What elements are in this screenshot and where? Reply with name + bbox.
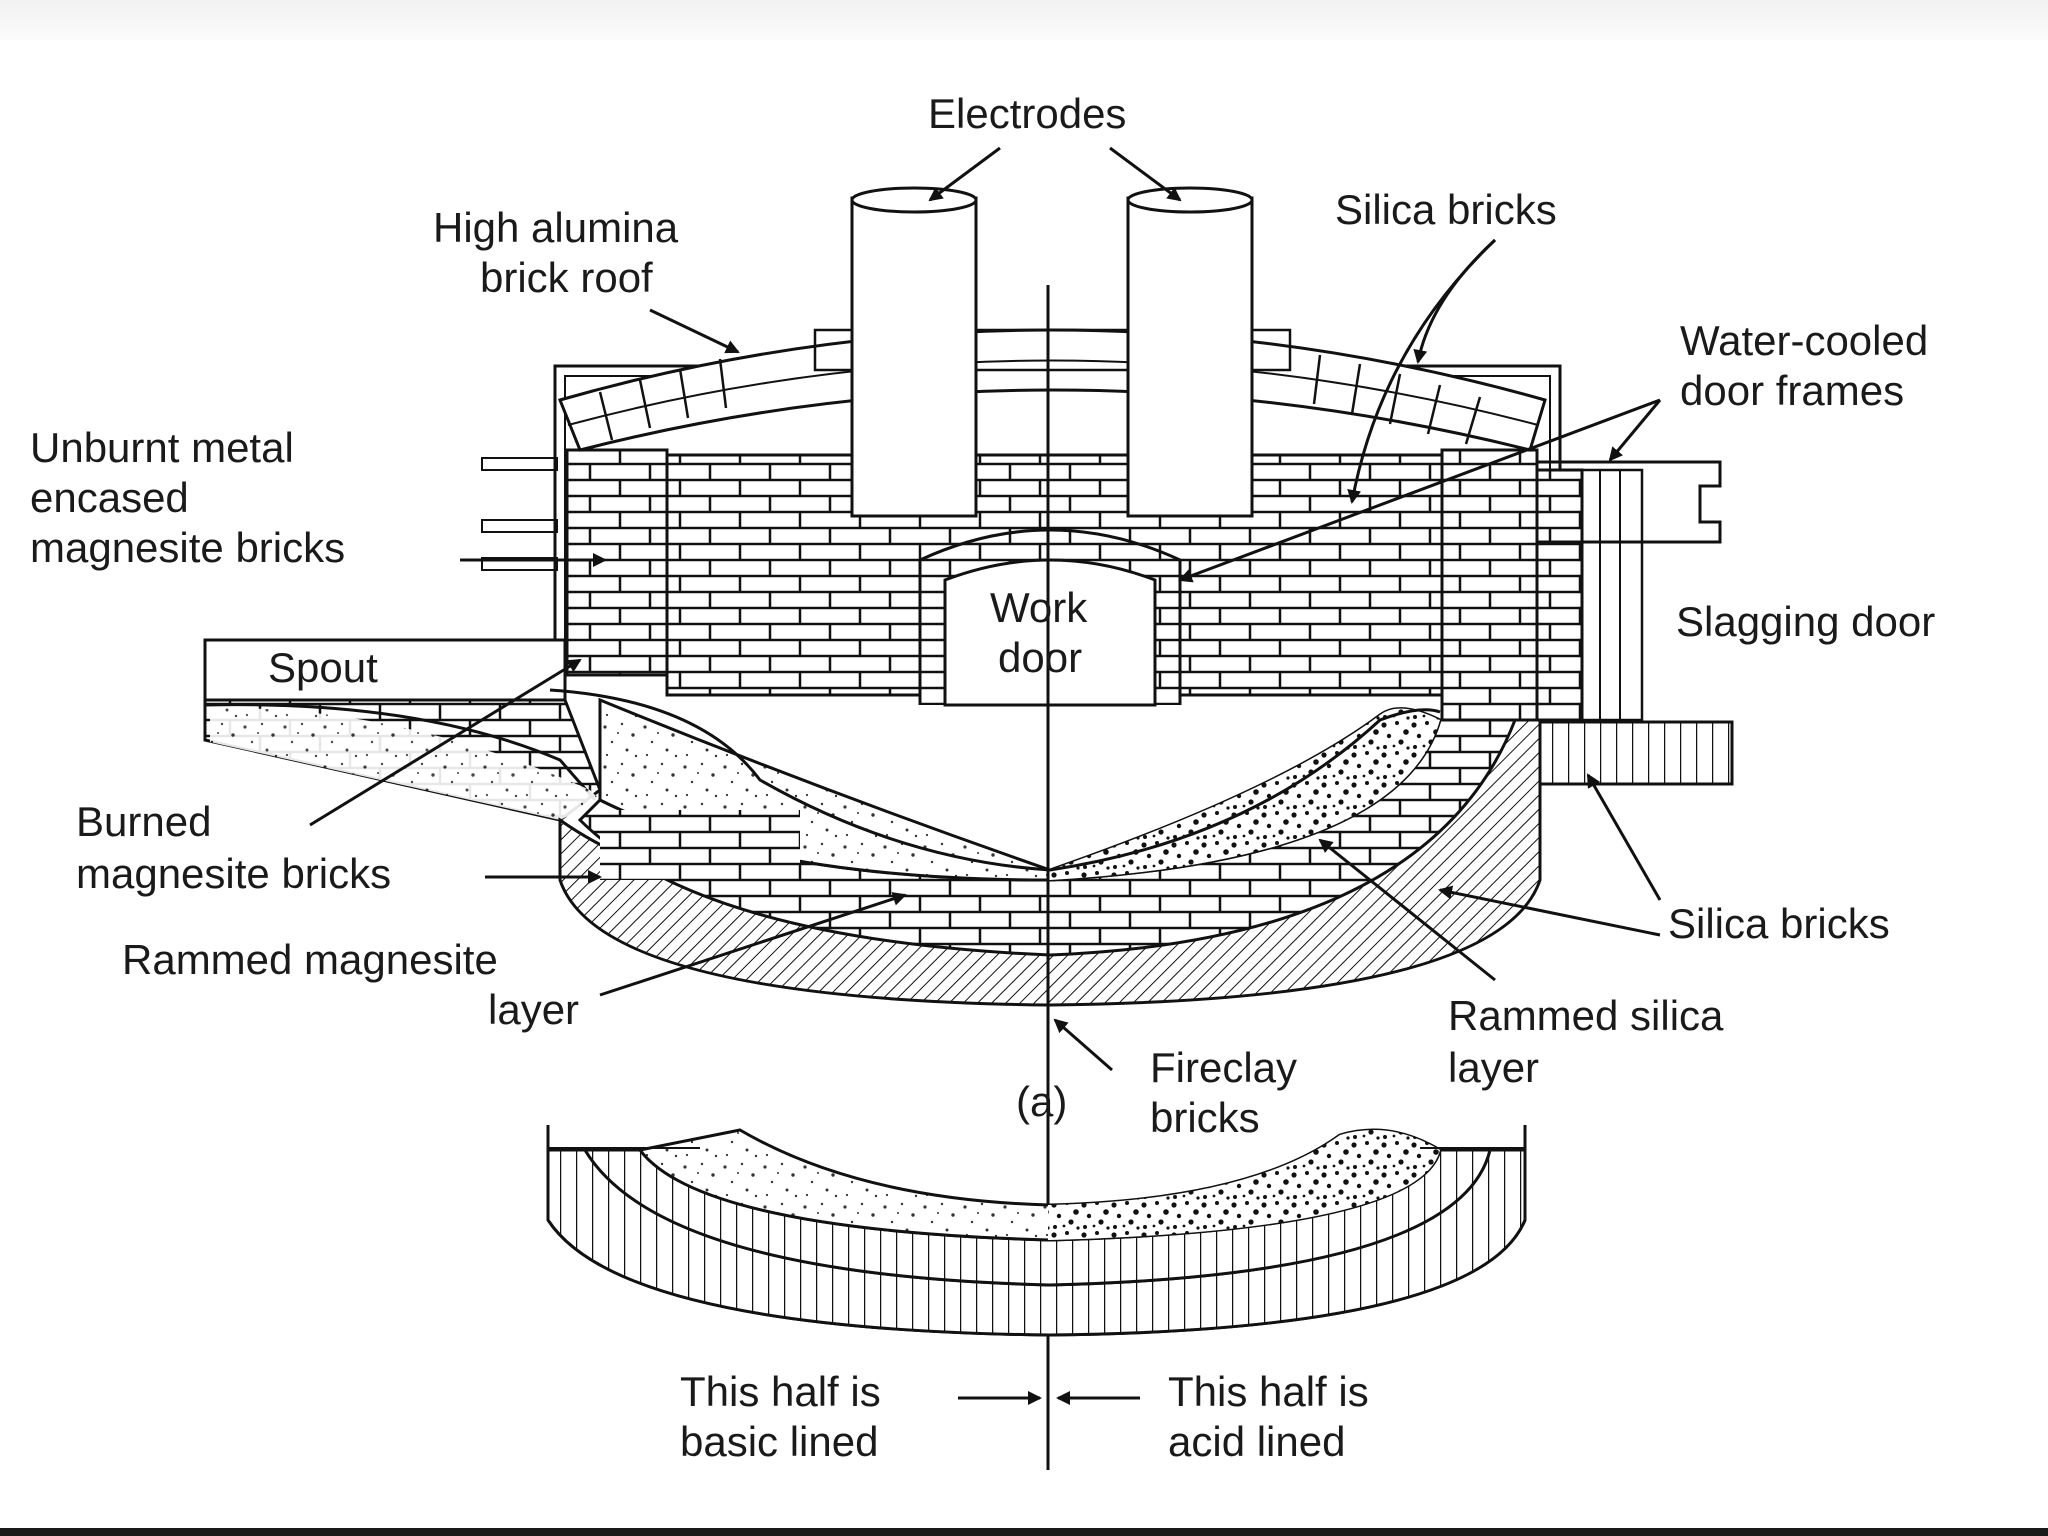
label-acid-half: This half is xyxy=(1168,1368,1369,1415)
label-rammed-magnesite-layer: layer xyxy=(488,986,579,1033)
label-electrodes: Electrodes xyxy=(928,90,1126,137)
label-figure-a: (a) xyxy=(1016,1078,1067,1125)
label-slagging-door: Slagging door xyxy=(1676,598,1935,645)
label-high-alumina: High alumina xyxy=(433,204,679,251)
right-wall-bricks xyxy=(1440,448,1539,722)
label-water-cooled: Water-cooled xyxy=(1680,317,1928,364)
hearth-detail xyxy=(546,1125,1527,1337)
label-fireclay: Fireclay xyxy=(1150,1044,1297,1091)
brick-roof xyxy=(557,328,1547,452)
label-door-frames: door frames xyxy=(1680,367,1904,414)
hearth xyxy=(549,688,1542,1007)
electrode-left xyxy=(850,186,978,518)
label-magnesite-bricks: magnesite bricks xyxy=(30,524,345,571)
left-wall-bricks xyxy=(565,448,669,677)
label-brick-roof: brick roof xyxy=(480,254,653,301)
electrode-right xyxy=(1126,186,1254,518)
label-spout: Spout xyxy=(268,644,378,691)
label-acid-lined: acid lined xyxy=(1168,1418,1345,1465)
label-silica-bricks-top: Silica bricks xyxy=(1335,186,1557,233)
label-work: Work xyxy=(990,584,1088,631)
work-door xyxy=(918,528,1182,707)
label-burned-magnesite: magnesite bricks xyxy=(76,850,391,897)
label-unburnt: Unburnt metal xyxy=(30,424,294,471)
label-rammed-magnesite: Rammed magnesite xyxy=(122,936,498,983)
bottom-band xyxy=(0,1528,2048,1536)
label-fireclay-bricks: bricks xyxy=(1150,1094,1260,1141)
label-burned: Burned xyxy=(76,798,211,845)
label-rammed-silica: Rammed silica xyxy=(1448,992,1724,1039)
spout xyxy=(203,638,602,822)
left-flanges xyxy=(481,457,558,571)
label-rammed-silica-layer: layer xyxy=(1448,1044,1539,1091)
label-basic-half: This half is xyxy=(680,1368,881,1415)
label-basic-lined: basic lined xyxy=(680,1418,878,1465)
label-encased: encased xyxy=(30,474,189,521)
label-silica-bricks-right: Silica bricks xyxy=(1668,900,1890,947)
top-band xyxy=(0,0,2048,40)
leader-lines xyxy=(309,146,1662,1405)
label-door: door xyxy=(998,634,1082,681)
